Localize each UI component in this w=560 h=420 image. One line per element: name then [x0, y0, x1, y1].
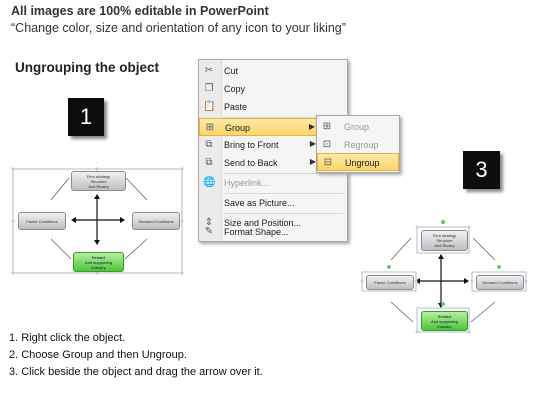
submenu-item-group[interactable]: ⊞ Group — [322, 121, 370, 132]
node-demand-conditions[interactable]: Demand Conditions — [476, 275, 524, 290]
promo-title: All images are 100% editable in PowerPoi… — [11, 4, 269, 18]
step-3-badge: 3 — [463, 151, 500, 189]
instruction-3: 3. Click beside the object and drag the … — [9, 366, 263, 378]
menu-item-group[interactable]: ⊞ Group ▶ — [199, 118, 347, 136]
diagram-connectors — [360, 219, 528, 334]
node-factor-conditions[interactable]: Factor Conditions — [366, 275, 414, 290]
group-icon: ⊞ — [322, 121, 332, 132]
instruction-2: 2. Choose Group and then Ungroup. — [9, 349, 187, 361]
promo-subtitle: “Change color, size and orientation of a… — [11, 21, 346, 35]
ungroup-icon: ⊟ — [323, 157, 333, 168]
copy-icon: ❐ — [204, 83, 214, 94]
scissors-icon: ✂ — [204, 65, 214, 76]
group-submenu: ⊞ Group ⊡ Regroup ⊟ Ungroup — [316, 115, 400, 173]
save-picture-icon — [203, 197, 215, 209]
send-to-back-icon: ⧉ — [205, 157, 213, 168]
menu-item-copy[interactable]: ❐ Copy — [204, 83, 246, 94]
menu-item-cut[interactable]: ✂ Cut — [204, 65, 239, 76]
menu-item-paste[interactable]: 📋 Paste — [203, 101, 248, 112]
hyperlink-icon: 🌐 — [203, 177, 216, 188]
size-position-icon: ⇕ — [204, 217, 214, 228]
submenu-arrow-icon: ▶ — [309, 157, 316, 166]
menu-item-send-to-back[interactable]: ⧉ Send to Back ▶ — [199, 154, 347, 172]
menu-item-hyperlink[interactable]: 🌐 Hyperlink... — [203, 177, 270, 188]
section-title: Ungrouping the object — [15, 60, 159, 75]
node-demand-conditions: Demand Conditions — [132, 212, 180, 230]
bring-to-front-icon: ⧉ — [205, 139, 213, 150]
submenu-item-ungroup[interactable]: ⊟ Ungroup — [317, 153, 399, 171]
step-1-badge: 1 — [68, 98, 104, 136]
submenu-arrow-icon: ▶ — [308, 122, 315, 131]
menu-item-format-shape[interactable]: ✎ Format Shape... — [204, 226, 289, 237]
group-icon: ⊞ — [205, 122, 215, 133]
menu-item-save-as-picture[interactable]: Save as Picture... — [199, 194, 347, 212]
instruction-1: 1. Right click the object. — [9, 332, 126, 344]
submenu-item-regroup[interactable]: ⊡ Regroup — [322, 139, 379, 150]
submenu-arrow-icon: ▶ — [309, 139, 316, 148]
format-shape-icon: ✎ — [204, 226, 214, 237]
menu-item-size-and-position[interactable]: ⇕ Size and Position... — [204, 217, 302, 228]
regroup-icon: ⊡ — [322, 139, 332, 150]
diagram-connectors — [11, 163, 184, 275]
menu-item-bring-to-front[interactable]: ⧉ Bring to Front ▶ — [199, 136, 347, 154]
node-factor-conditions: Factor Conditions — [18, 212, 66, 230]
paste-icon: 📋 — [203, 101, 216, 112]
